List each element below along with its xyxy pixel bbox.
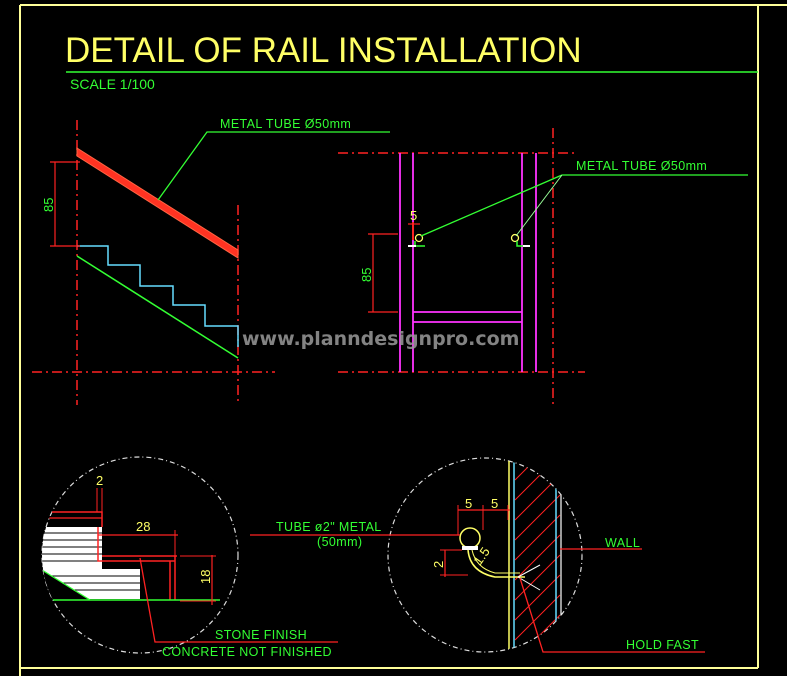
stone-finish-label: STONE FINISH: [215, 628, 307, 642]
rail-dim-85: 85: [359, 268, 374, 282]
stair-section-view: [32, 120, 390, 405]
wall-dim-2: 2: [431, 561, 446, 568]
rail-leader-label: METAL TUBE Ø50mm: [576, 159, 707, 173]
step-dim-18: 18: [198, 570, 213, 584]
stair-dim-85: 85: [41, 198, 56, 212]
concrete-label: CONCRETE NOT FINISHED: [162, 645, 332, 659]
wall-dim-5a: 5: [465, 496, 472, 511]
drawing-frame: [19, 4, 787, 676]
wall-detail-view: [250, 457, 705, 653]
hold-fast-label: HOLD FAST: [626, 638, 699, 652]
drawing-title: DETAIL OF RAIL INSTALLATION: [65, 31, 582, 70]
stair-leader-label: METAL TUBE Ø50mm: [220, 117, 351, 131]
tube-size-label: (50mm): [317, 535, 362, 549]
watermark: www.planndesignpro.com: [242, 328, 519, 350]
rail-dim-5: 5: [410, 208, 417, 223]
wall-dim-5b: 5: [491, 496, 498, 511]
step-dim-28: 28: [136, 519, 150, 534]
tube-label: TUBE ø2" METAL: [276, 520, 382, 534]
drawing-scale: SCALE 1/100: [70, 76, 155, 92]
rail-elevation-view: [338, 128, 748, 405]
wall-label: WALL: [605, 536, 640, 550]
step-dim-2: 2: [96, 473, 103, 488]
step-detail-view: [41, 456, 338, 654]
